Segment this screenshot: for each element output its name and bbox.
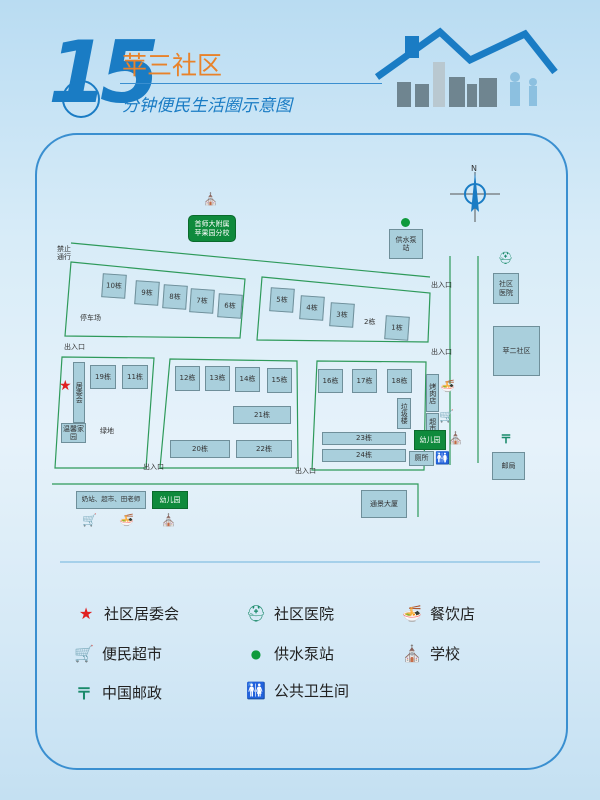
building-2-label: 2栋 (364, 318, 376, 326)
building-8[interactable]: 8栋 (162, 284, 188, 310)
toilet-icon: 🚻 (246, 681, 266, 700)
building-11[interactable]: 11栋 (122, 365, 148, 389)
legend-item: 🍜 餐饮店 (402, 603, 475, 624)
legend-label: 便民超市 (102, 645, 163, 663)
page-title: 苹三社区 (122, 51, 223, 80)
legend-label: 学校 (430, 645, 461, 663)
school-icon: ⛪ (448, 431, 463, 445)
post-icon: 〒 (500, 432, 513, 446)
tongjing-tower[interactable]: 通景大厦 (361, 490, 407, 518)
building-3[interactable]: 3栋 (329, 302, 355, 328)
kindergarten[interactable]: 幼儿园 (414, 430, 446, 450)
legend-label: 供水泵站 (274, 645, 335, 663)
school-icon: ⛪ (161, 513, 176, 527)
green-space-label: 绿地 (100, 427, 114, 435)
building-12[interactable]: 12栋 (175, 366, 200, 391)
cart-icon: 🛒 (439, 409, 454, 423)
legend-item: ⛑ 社区医院 (246, 603, 334, 624)
school-icon: ⛪ (402, 644, 422, 663)
water-station[interactable]: 供水泵站 (389, 229, 423, 259)
toilet-icon: 🚻 (435, 451, 450, 465)
building-10[interactable]: 10栋 (101, 273, 127, 299)
building-6[interactable]: 6栋 (217, 293, 243, 319)
building-20[interactable]: 20栋 (170, 440, 230, 458)
entrance-label: 出入口 (431, 348, 452, 356)
dot-icon: ● (250, 646, 262, 661)
residents-committee[interactable]: 居委会 (73, 362, 85, 423)
building-21[interactable]: 21栋 (233, 406, 291, 424)
building-4[interactable]: 4栋 (299, 295, 325, 321)
cart-icon: 🛒 (74, 644, 94, 663)
building-1[interactable]: 1栋 (384, 315, 410, 341)
no-entry-label: 禁止通行 (57, 245, 71, 262)
legend-item: ● 供水泵站 (246, 643, 334, 664)
legend-item: 〒中国邮政 (74, 680, 162, 704)
map-frame (35, 133, 568, 770)
entrance-label: 出入口 (143, 463, 164, 471)
warm-home[interactable]: 温馨家园 (61, 423, 86, 443)
legend-item: 🚻 公共卫生间 (246, 680, 349, 701)
building-7[interactable]: 7栋 (189, 288, 215, 314)
legend-item: ★ 社区居委会 (76, 603, 179, 624)
hospital-icon: ⛑ (246, 604, 267, 623)
legend-label: 公共卫生间 (274, 682, 350, 700)
title-divider (120, 83, 382, 84)
water-station-dot-icon (401, 218, 410, 227)
school-building[interactable]: 首师大附属苹果园分校 (188, 215, 236, 242)
legend-label: 社区居委会 (104, 605, 180, 623)
school-label-1: 首师大附属 (194, 220, 230, 229)
bowl-icon: 🍜 (440, 379, 455, 393)
toilet[interactable]: 厕所 (409, 451, 434, 466)
clock-icon (62, 80, 100, 118)
house-city-illustration (375, 27, 558, 107)
bowl-icon: 🍜 (402, 604, 422, 623)
building-22[interactable]: 22栋 (236, 440, 292, 458)
entrance-label: 出入口 (295, 467, 316, 475)
legend-label: 社区医院 (274, 605, 335, 623)
legend-label: 餐饮店 (430, 605, 476, 623)
legend-item: 🛒 便民超市 (74, 643, 162, 664)
building-19[interactable]: 19栋 (90, 365, 116, 389)
building-15[interactable]: 15栋 (267, 368, 292, 393)
school-label-2: 苹果园分校 (194, 228, 230, 237)
hospital-icon: ⛑ (498, 251, 514, 265)
legend-item: ⛪ 学校 (402, 643, 460, 664)
bbq-restaurant[interactable]: 烤肉店 (426, 374, 439, 412)
building-23[interactable]: 23栋 (322, 432, 406, 445)
bowl-icon: 🍜 (119, 513, 134, 527)
north-label: N (471, 164, 477, 173)
building-13[interactable]: 13栋 (205, 366, 230, 391)
parking-label: 停车场 (80, 314, 101, 322)
cart-icon: 🛒 (82, 513, 97, 527)
entrance-label: 出入口 (431, 281, 452, 289)
entrance-label: 出入口 (64, 343, 85, 351)
shops-building[interactable]: 奶站、超市、田老师 (76, 491, 146, 509)
neighbor-community[interactable]: 苹二社区 (493, 326, 540, 376)
garbage-building[interactable]: 垃圾楼 (397, 398, 411, 429)
building-18[interactable]: 18栋 (387, 369, 412, 393)
building-9[interactable]: 9栋 (134, 280, 160, 306)
star-icon: ★ (59, 378, 72, 394)
building-17[interactable]: 17栋 (352, 369, 377, 393)
post-icon: 〒 (75, 684, 92, 703)
school-icon: ⛪ (203, 192, 218, 206)
post-office[interactable]: 邮局 (492, 452, 525, 480)
compass-icon (450, 172, 500, 222)
community-hospital[interactable]: 社区医院 (493, 273, 519, 304)
kindergarten-2[interactable]: 幼儿园 (152, 491, 188, 509)
building-5[interactable]: 5栋 (269, 287, 295, 313)
page-subtitle: 分钟便民生活圈示意图 (122, 96, 292, 116)
legend-label: 中国邮政 (102, 683, 163, 702)
building-14[interactable]: 14栋 (235, 367, 260, 392)
star-icon: ★ (78, 604, 94, 623)
building-24[interactable]: 24栋 (322, 449, 406, 462)
building-16[interactable]: 16栋 (318, 369, 343, 393)
